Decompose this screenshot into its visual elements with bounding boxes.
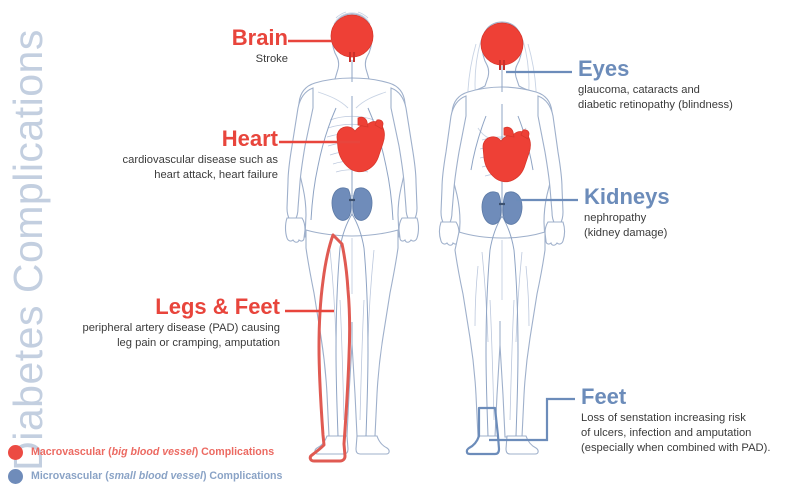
callout-heart-title: Heart [221, 126, 278, 151]
callout-legs-feet: Legs & Feet peripheral artery disease (P… [60, 294, 280, 351]
legend-macro-suffix: ) Complications [194, 446, 275, 458]
legend-item-macrovascular: Macrovascular (big blood vessel) Complic… [8, 441, 308, 463]
callout-brain: Brain Stroke [118, 25, 288, 67]
callout-feet-description-line1: Loss of senstation increasing risk [581, 411, 746, 424]
callout-feet-description-line3: (especially when combined with PAD). [581, 441, 771, 454]
callout-kidneys-description-line1: nephropathy [584, 211, 647, 224]
micro-dot-icon [8, 468, 23, 484]
feet-leader-line [489, 397, 575, 442]
callout-brain-title: Brain [231, 25, 288, 50]
callout-feet-description-line2: of ulcers, infection and amputation [581, 426, 752, 439]
callout-legs-feet-title: Legs & Feet [155, 294, 280, 319]
callout-eyes-description-line1: glaucoma, cataracts and [578, 83, 700, 96]
callout-feet-title: Feet [581, 384, 627, 409]
male-figure-group [284, 11, 420, 463]
callout-kidneys-title: Kidneys [584, 184, 670, 209]
legend: Macrovascular (big blood vessel) Complic… [8, 441, 308, 489]
legend-macrovascular-label: Macrovascular (big blood vessel) Complic… [31, 446, 274, 458]
callout-eyes-title: Eyes [578, 56, 630, 81]
callout-kidneys: Kidneys nephropathy (kidney damage) [584, 184, 794, 241]
macro-dot-icon [8, 444, 23, 460]
legend-microvascular-label: Microvascular (small blood vessel) Compl… [31, 470, 282, 482]
callout-kidneys-description-line2: (kidney damage) [584, 226, 668, 239]
legend-macro-prefix: Macrovascular ( [31, 446, 112, 458]
callout-legs-feet-description-line1: peripheral artery disease (PAD) causing [82, 321, 280, 334]
female-heart-organ [482, 126, 531, 183]
callout-brain-description: Stroke [255, 52, 288, 65]
male-left-leg-highlight [308, 233, 352, 463]
page-title: Diabetes Complications [4, 29, 51, 471]
legend-micro-prefix: Microvascular ( [31, 470, 109, 482]
callout-eyes: Eyes glaucoma, cataracts and diabetic re… [578, 56, 798, 113]
legend-micro-suffix: ) Complications [202, 470, 283, 482]
female-left-foot-highlight [465, 406, 501, 456]
female-figure-group [438, 21, 566, 456]
callout-heart-description-line2: heart attack, heart failure [154, 168, 278, 181]
callout-heart-description-line1: cardiovascular disease such as [122, 153, 278, 166]
callout-heart: Heart cardiovascular disease such as hea… [88, 126, 278, 183]
male-heart-organ [336, 116, 385, 173]
callout-eyes-description-line2: diabetic retinopathy (blindness) [578, 98, 733, 111]
female-brain-organ [480, 22, 524, 70]
male-kidneys-organ [331, 187, 373, 221]
legend-macro-emphasis: big blood vessel [111, 446, 195, 458]
legend-item-microvascular: Microvascular (small blood vessel) Compl… [8, 465, 308, 487]
male-brain-organ [330, 14, 374, 62]
legend-micro-emphasis: small blood vessel [108, 470, 203, 482]
callout-feet: Feet Loss of senstation increasing risk … [581, 384, 810, 456]
callout-legs-feet-description-line2: leg pain or cramping, amputation [117, 336, 280, 349]
